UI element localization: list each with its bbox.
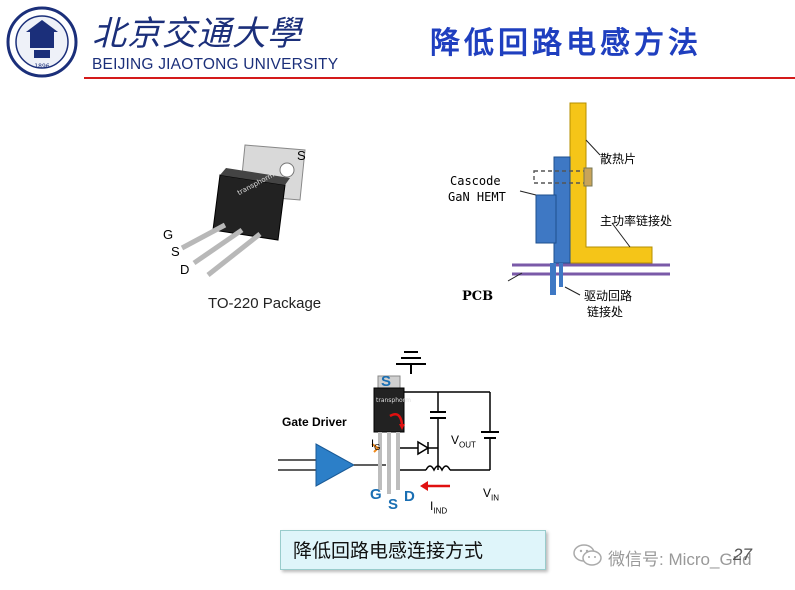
university-name-chinese: 北京交通大學: [92, 14, 302, 54]
university-seal-logo: 1896: [6, 6, 78, 78]
cascode-label-line2: GaN HEMT: [448, 190, 506, 204]
main-power-connection-label: 主功率链接处: [600, 214, 673, 228]
circuit-pin-s-top: S: [381, 373, 392, 390]
package-pin-s: S: [171, 244, 180, 259]
wechat-icon: [573, 544, 602, 566]
circuit-pin-g: G: [370, 486, 382, 503]
package-caption: TO-220 Package: [208, 295, 322, 312]
gate-current-label: IG: [371, 438, 380, 452]
vout-label: VOUT: [451, 433, 476, 449]
gate-current-symbol: I: [371, 438, 375, 450]
circuit-pin-s-bottom: S: [388, 496, 399, 513]
pcb-mounting-diagram: [507, 102, 670, 296]
pcb-label: PCB: [462, 289, 494, 304]
gate-current-subscript: G: [374, 443, 381, 453]
circuit-pin-d: D: [404, 488, 415, 505]
figure-caption-box: 降低回路电感连接方式: [280, 530, 546, 570]
watermark-text: 微信号: Micro_Grid: [608, 550, 752, 569]
cascode-label-line1: Cascode: [450, 174, 501, 188]
university-name-english: BEIJING JIAOTONG UNIVERSITY: [92, 56, 339, 73]
page-title: 降低回路电感方法: [430, 26, 702, 61]
package-pin-d: D: [180, 262, 190, 277]
drive-loop-label-line1: 驱动回路: [584, 289, 633, 303]
vin-symbol: V: [483, 486, 492, 500]
package-pin-s-top: S: [297, 148, 306, 163]
header-divider: [84, 77, 795, 79]
drive-loop-label-line2: 链接处: [587, 305, 624, 319]
svg-text:1896: 1896: [34, 63, 49, 70]
vin-subscript: IN: [491, 493, 500, 503]
gate-driver-circuit-diagram: transphorm: [278, 351, 499, 494]
vout-subscript: OUT: [459, 440, 476, 450]
inductor-current-subscript: IND: [433, 506, 448, 516]
inductor-current-symbol: I: [430, 499, 434, 513]
inductor-current-label: IIND: [430, 499, 447, 515]
gate-driver-label: Gate Driver: [282, 415, 347, 429]
package-pin-g: G: [163, 227, 174, 242]
to220-package-image: transphorm: [180, 144, 306, 277]
circuit-brand-text: transphorm: [376, 397, 411, 404]
heatsink-label: 散热片: [600, 152, 637, 166]
page-number: 27: [733, 545, 752, 564]
vout-symbol: V: [451, 433, 460, 447]
vin-label: VIN: [483, 486, 499, 502]
